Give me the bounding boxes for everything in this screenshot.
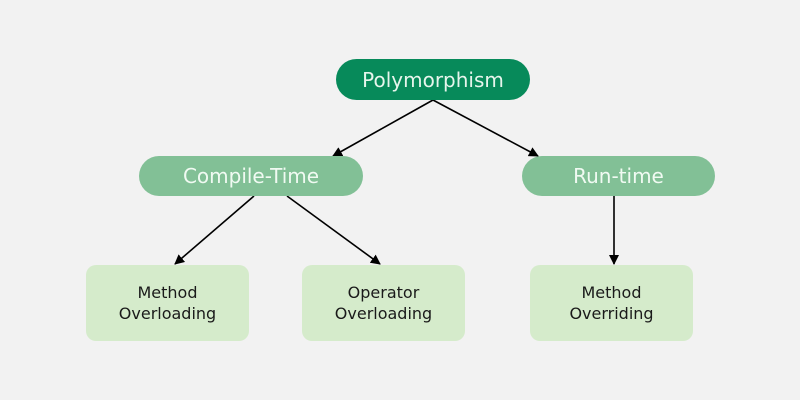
node-label-line2: Overloading: [334, 304, 433, 323]
node-label: Polymorphism: [362, 67, 504, 92]
node-label: Compile-Time: [182, 164, 320, 188]
edge-compile-time-operator-overloading: [286, 195, 381, 265]
node-label-line1: Method: [137, 283, 198, 302]
node-compile-time: Compile-Time: [139, 156, 363, 196]
edge-polymorphism-run-time: [432, 99, 539, 157]
node-operator-overloading: Operator Overloading: [302, 265, 465, 341]
node-method-overriding: Method Overriding: [530, 265, 693, 341]
node-label-line2: Overriding: [569, 304, 654, 323]
node-run-time: Run-time: [522, 156, 715, 196]
node-label-line2: Overloading: [118, 304, 217, 323]
node-label-line1: Operator: [347, 283, 420, 302]
edge-compile-time-method-overloading: [174, 195, 255, 265]
node-method-overloading: Method Overloading: [86, 265, 249, 341]
node-label-line1: Method: [581, 283, 642, 302]
edge-polymorphism-compile-time: [332, 99, 434, 157]
node-polymorphism: Polymorphism: [336, 59, 530, 100]
node-label: Run-time: [573, 164, 664, 188]
